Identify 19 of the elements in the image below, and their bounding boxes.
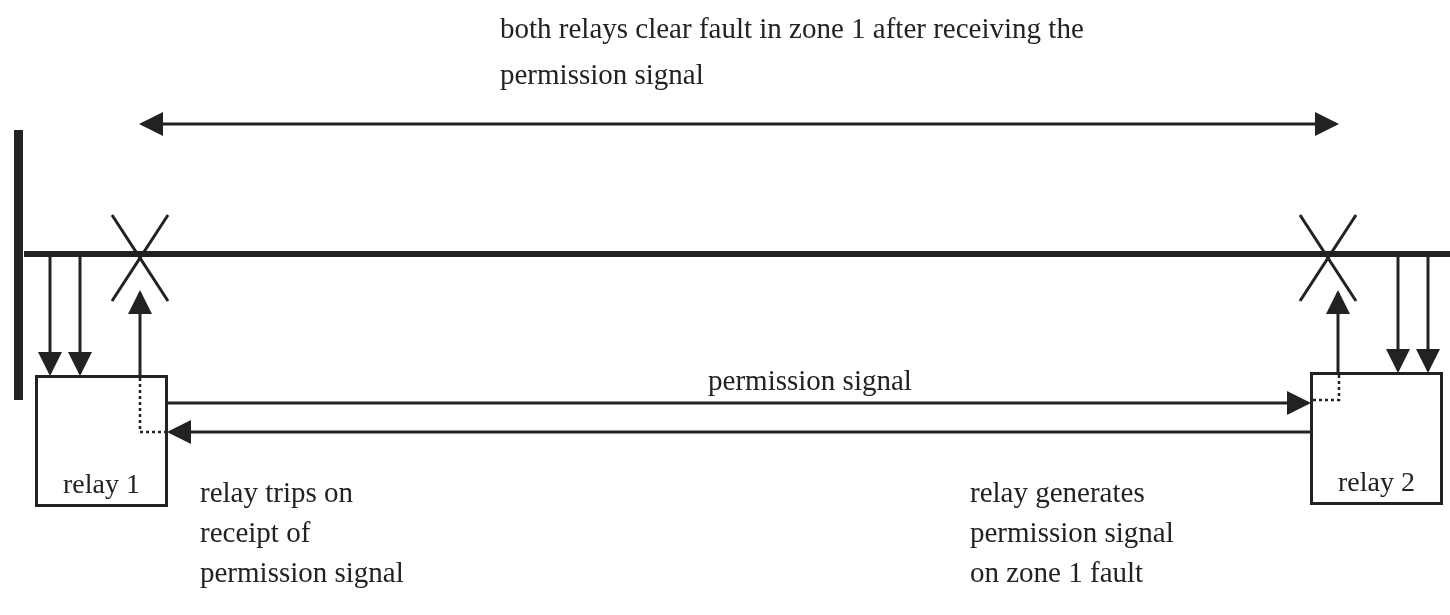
circuit-breaker-symbol — [1298, 213, 1358, 303]
circuit-breaker-symbol — [110, 213, 170, 303]
edge-label: permission signal — [707, 365, 913, 395]
busbar — [14, 130, 23, 400]
arrow — [167, 420, 1310, 444]
arrow — [68, 257, 92, 376]
relay-box — [1310, 372, 1443, 505]
arrow — [168, 391, 1311, 415]
relay-box — [35, 375, 168, 507]
annotation-text: relay trips on receipt of permission signal — [200, 475, 405, 590]
arrow — [1386, 257, 1410, 373]
arrow — [1326, 290, 1350, 372]
arrow — [1416, 257, 1440, 373]
relay-label: relay 2 — [1337, 466, 1416, 498]
annotation-text: relay generates permission signal on zone 1 fault — [970, 475, 1175, 590]
annotation-text: both relays clear fault in zone 1 after receiving the permission signal — [500, 11, 1085, 92]
arrow — [38, 257, 62, 376]
relay-label: relay 1 — [62, 468, 141, 500]
arrow — [128, 290, 152, 375]
